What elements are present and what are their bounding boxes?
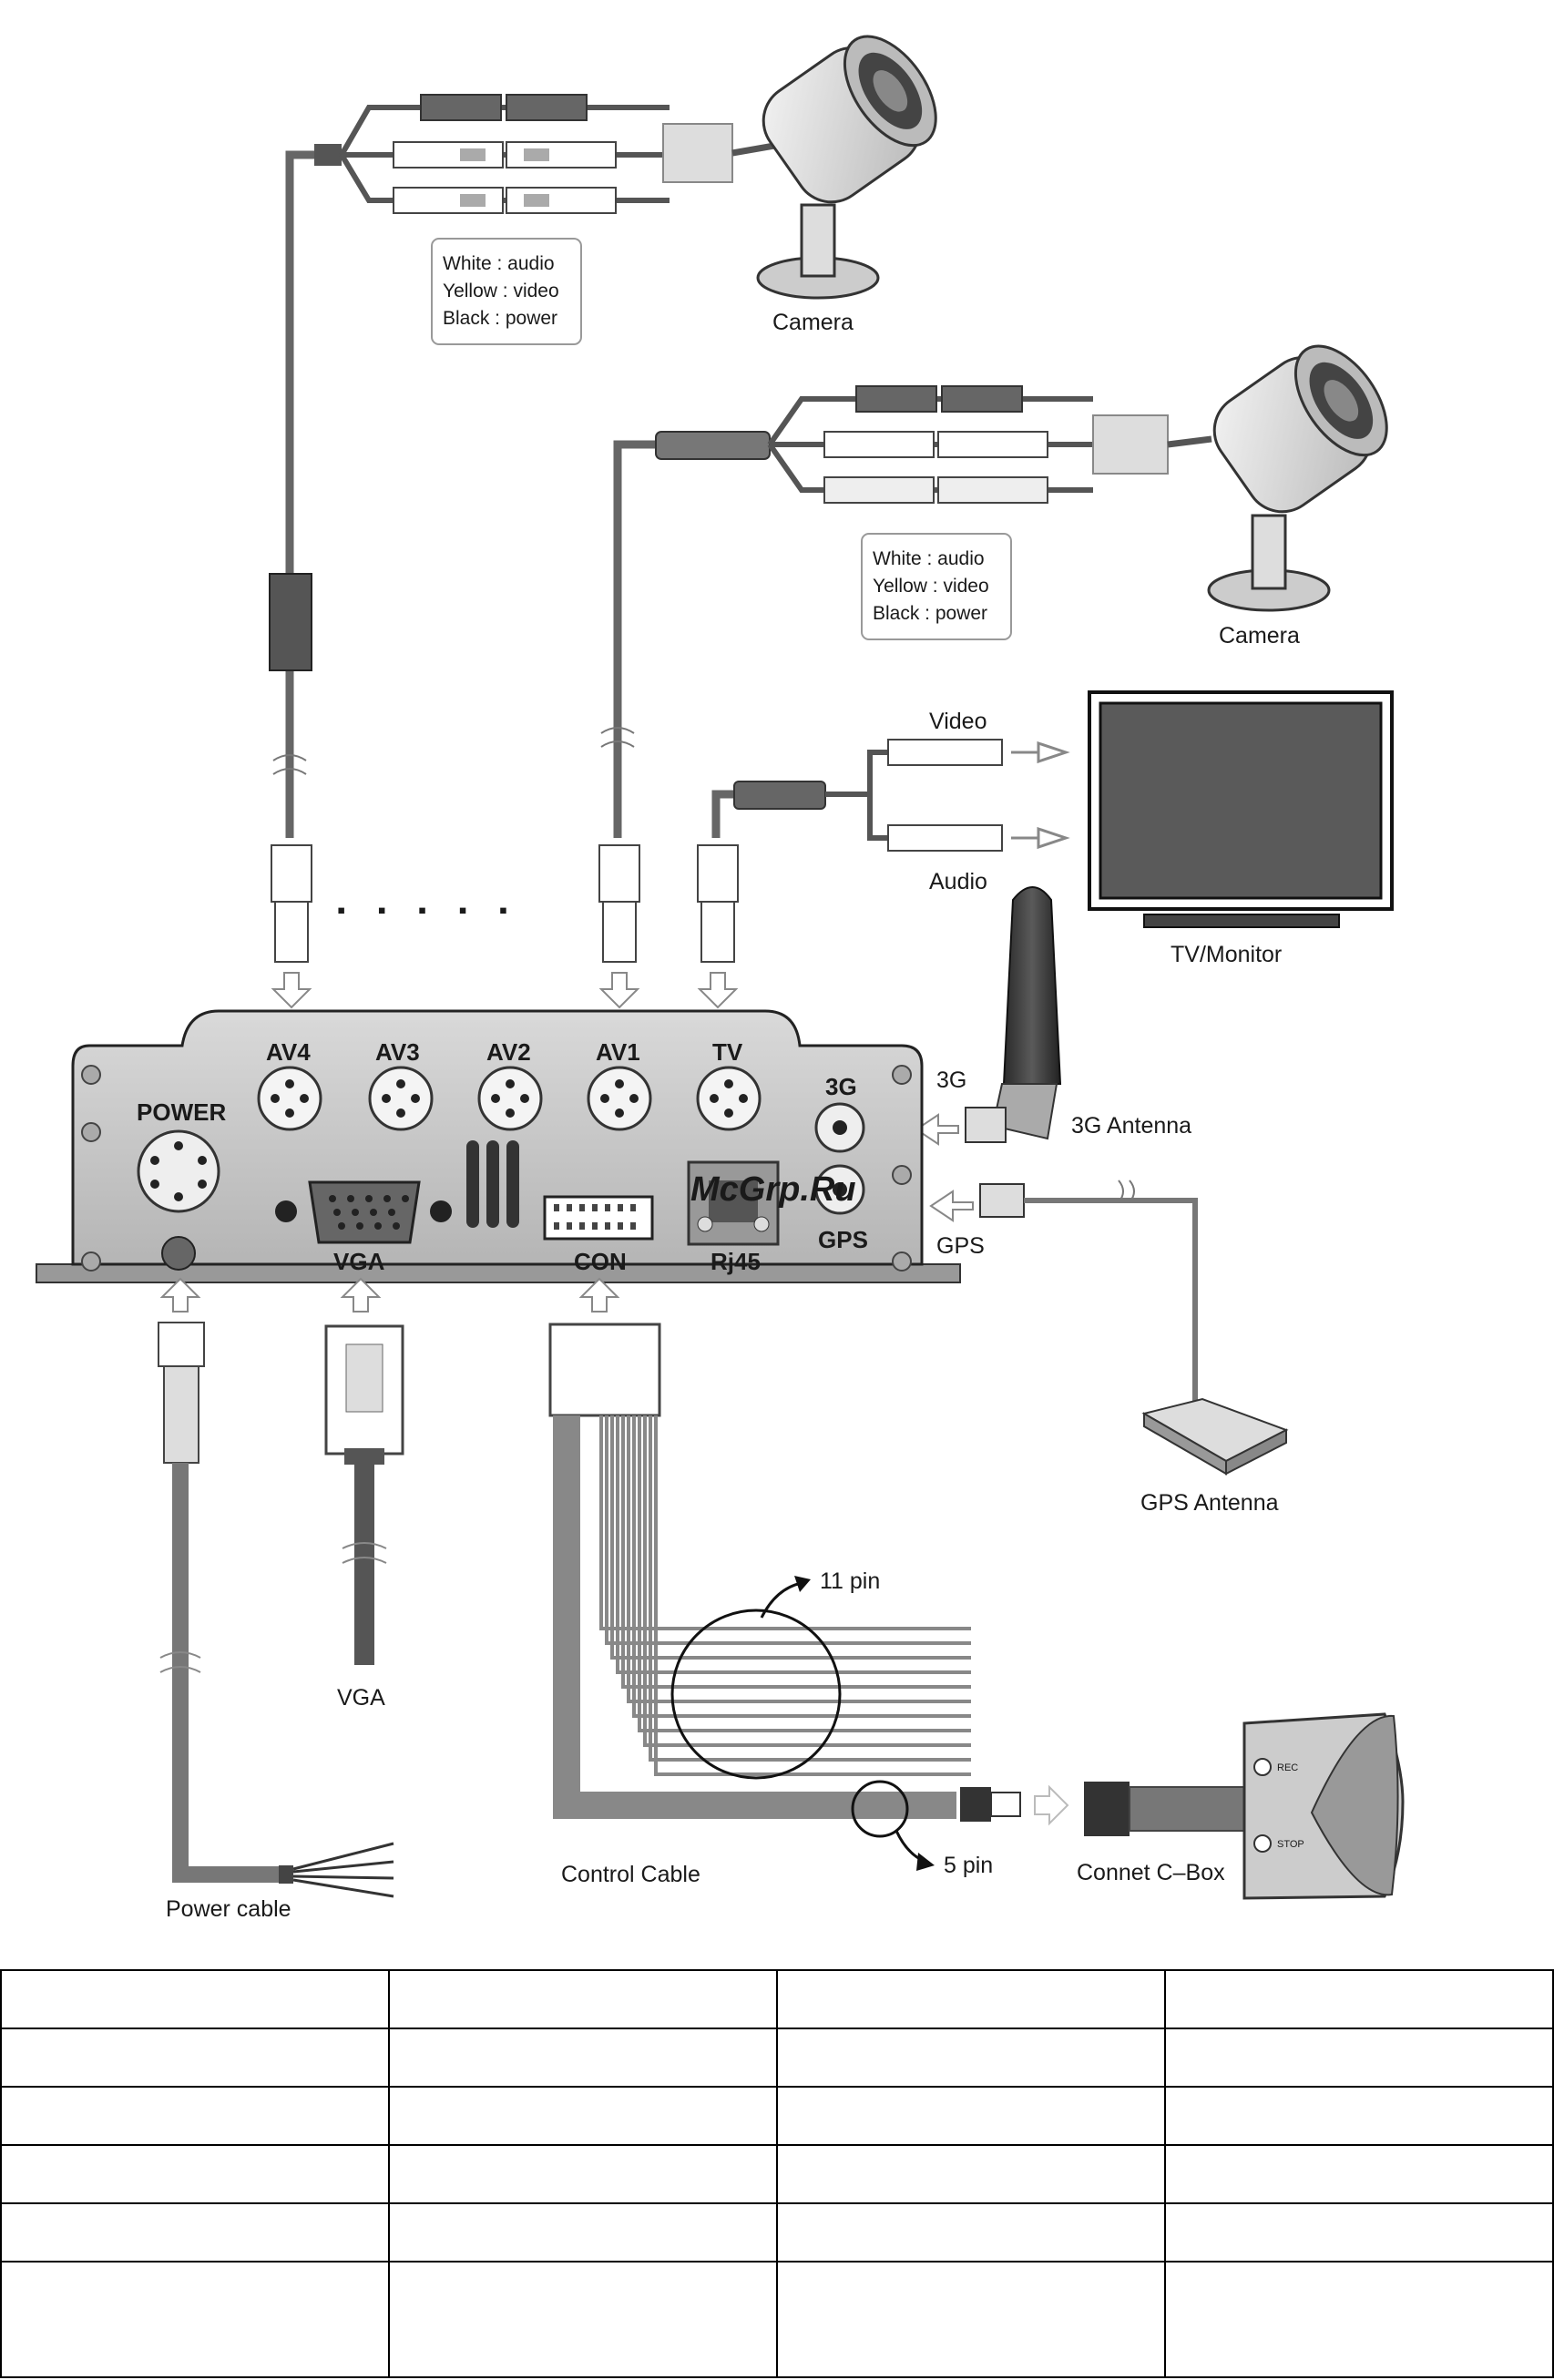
bnc-plug-tv [697, 844, 739, 1009]
side-label-gps: GPS [936, 1233, 985, 1259]
table-cell [776, 2144, 1166, 2204]
table-cell [1164, 1969, 1554, 2029]
table-cell [388, 2028, 778, 2088]
port-label-rj45: Rj45 [711, 1248, 761, 1275]
spec-table [0, 1969, 1554, 2378]
table-row [0, 2086, 1554, 2146]
audio-label: Audio [929, 869, 987, 894]
camera-second: Camera White : audio Yellow : video Blac… [600, 344, 1388, 838]
rec-button-label: REC [1277, 1762, 1298, 1773]
table-cell [776, 2086, 1166, 2146]
table-cell [0, 2202, 390, 2263]
port-label-power: POWER [137, 1098, 226, 1126]
stop-button-label: STOP [1277, 1839, 1304, 1850]
legend-line: Yellow : video [443, 281, 559, 301]
table-cell [776, 2261, 1166, 2378]
bnc-plug-av4 [271, 844, 312, 1009]
watermark: McGrp.Ru [690, 1170, 856, 1209]
table-cell [1164, 2261, 1554, 2378]
control-cable-label: Control Cable [561, 1862, 700, 1887]
vga-cable-label: VGA [337, 1685, 385, 1711]
tv-label: TV/Monitor [1171, 942, 1282, 967]
antenna-3g-label: 3G Antenna [1071, 1113, 1191, 1139]
table-cell [1164, 2028, 1554, 2088]
table-cell [388, 1969, 778, 2029]
port-label-con: CON [574, 1248, 627, 1275]
port-label-av4: AV4 [266, 1038, 311, 1066]
port-label-tv: TV [712, 1038, 743, 1066]
table-cell [388, 2261, 778, 2378]
table-row [0, 2202, 1554, 2263]
legend-line: Yellow : video [873, 576, 989, 597]
table-cell [776, 2202, 1166, 2263]
legend-line: Black : power [443, 308, 557, 329]
table-row [0, 2144, 1554, 2204]
table-cell [0, 1969, 390, 2029]
camera-second-label: Camera [1219, 623, 1300, 649]
led-indicator [161, 1236, 196, 1271]
table-cell [0, 2028, 390, 2088]
table-cell [776, 2028, 1166, 2088]
legend-line: Black : power [873, 603, 987, 624]
camera-top: Camera White : audio Yellow : video Blac… [269, 35, 937, 838]
cbox-label: Connet C–Box [1077, 1860, 1225, 1885]
table-cell [1164, 2086, 1554, 2146]
port-label-av1: AV1 [596, 1038, 640, 1066]
table-cell [1164, 2202, 1554, 2263]
port-label-av3: AV3 [375, 1038, 420, 1066]
camera-top-label: Camera [772, 310, 854, 335]
port-label-gps: GPS [818, 1226, 868, 1253]
table-row [0, 2261, 1554, 2378]
legend-line: White : audio [443, 253, 555, 274]
pin5-label: 5 pin [944, 1853, 993, 1878]
control-cable: 11 pin 5 pin Control Cable [548, 1277, 1069, 1887]
antenna-3g: 3G Antenna [915, 886, 1191, 1146]
c-box: REC STOP Connet C–Box [1077, 1712, 1405, 1900]
table-cell [388, 2202, 778, 2263]
power-cable-label: Power cable [166, 1896, 291, 1922]
pin11-label: 11 pin [820, 1568, 880, 1594]
camera-icon [1207, 344, 1388, 612]
camera-icon [756, 35, 937, 300]
bnc-plug-av1 [598, 844, 640, 1009]
table-row [0, 1969, 1554, 2029]
vga-port [308, 1180, 421, 1244]
port-label-vga: VGA [333, 1248, 385, 1275]
bnc-connectors: ▪ ▪ ▪ ▪ ▪ [271, 844, 739, 1009]
vga-cable: VGA [324, 1277, 404, 1711]
con-port [543, 1195, 654, 1241]
av-ports [257, 1066, 762, 1131]
dvr-unit: POWER AV4 AV3 AV2 AV1 TV 3G [36, 1009, 985, 1283]
gps-antenna: GPS Antenna [929, 1180, 1289, 1516]
power-cable: Power cable [158, 1277, 394, 1922]
table-cell [0, 2261, 390, 2378]
table-cell [388, 2144, 778, 2204]
side-label-3g: 3G [936, 1067, 966, 1093]
more-channels-dots: ▪ ▪ ▪ ▪ ▪ [337, 896, 520, 924]
wiring-diagram: Camera White : audio Yellow : video Blac… [36, 35, 1405, 1922]
tv-monitor: Video Audio TV/Monitor [711, 690, 1394, 967]
table-row [0, 2028, 1554, 2088]
port-label-3g: 3G [825, 1073, 857, 1100]
legend-line: White : audio [873, 548, 985, 569]
table-cell [0, 2086, 390, 2146]
table-cell [388, 2086, 778, 2146]
video-label: Video [929, 709, 987, 734]
table-cell [776, 1969, 1166, 2029]
port-label-av2: AV2 [486, 1038, 531, 1066]
gps-antenna-label: GPS Antenna [1140, 1490, 1279, 1516]
table-cell [0, 2144, 390, 2204]
table-cell [1164, 2144, 1554, 2204]
power-port [137, 1129, 220, 1213]
